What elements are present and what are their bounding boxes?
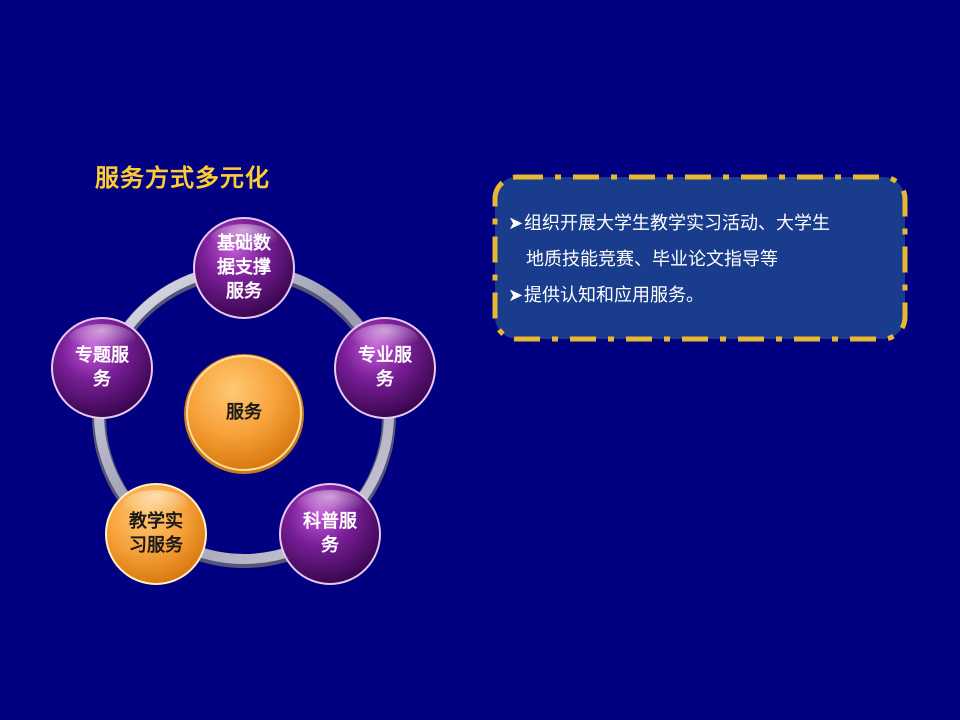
node-label-teaching-practice: 教学实 习服务 xyxy=(129,511,183,556)
info-item-2: ➤ 提供认知和应用服务。 xyxy=(508,278,903,314)
center-node xyxy=(186,355,302,471)
info-box xyxy=(492,174,908,342)
info-item-1-line-2: 地质技能竞赛、毕业论文指导等 xyxy=(526,249,778,270)
slide-title: 服务方式多元化 xyxy=(95,164,270,192)
center-node-label: 服务 xyxy=(226,402,262,423)
arrowhead-bullet-icon: ➤ xyxy=(508,213,524,234)
info-item-1-line-1: 组织开展大学生教学实习活动、大学生 xyxy=(524,213,830,234)
info-item-1-continued: 地质技能竞赛、毕业论文指导等 xyxy=(508,242,903,278)
info-item-1: ➤ 组织开展大学生教学实习活动、大学生 xyxy=(508,206,903,242)
node-2-gloss xyxy=(296,490,364,522)
node-label-basic-data-support: 基础数 据支撑 服务 xyxy=(217,233,271,302)
node-label-special-topic: 专题服 务 xyxy=(75,345,129,390)
info-item-2-text: 提供认知和应用服务。 xyxy=(524,285,704,306)
node-0-gloss xyxy=(210,224,278,256)
node-1-gloss xyxy=(351,324,419,356)
node-label-professional-service: 专业服 务 xyxy=(358,345,412,390)
arrowhead-bullet-icon: ➤ xyxy=(508,285,524,306)
info-box-border xyxy=(492,174,908,342)
node-4-gloss xyxy=(68,324,136,356)
node-label-science-popularization: 科普服 务 xyxy=(303,511,357,556)
node-3-gloss xyxy=(122,490,190,522)
info-text: ➤ 组织开展大学生教学实习活动、大学生 地质技能竞赛、毕业论文指导等 ➤ 提供认… xyxy=(508,206,903,314)
